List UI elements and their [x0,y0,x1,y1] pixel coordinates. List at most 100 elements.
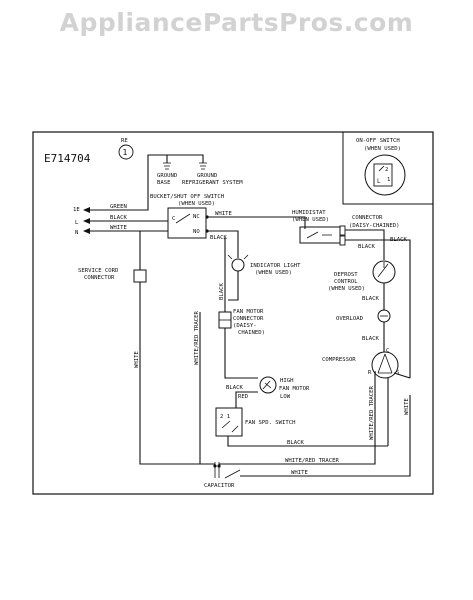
capacitor-terminal-1 [213,464,217,468]
white-wire-left-label: WHITE [134,351,140,368]
reference-circle-caption: RE [121,138,128,144]
connector-top-pin-1 [339,225,346,236]
white-wire-humidistat-label: WHITE [215,211,232,217]
ground-base-symbol [163,162,171,170]
diagram-frame [32,131,434,495]
service-cord-label: SERVICE CORD [78,268,119,274]
compressor-r-lead [374,371,376,378]
green-wire-label: GREEN [110,204,127,210]
reference-circle-number: 1 [123,148,128,157]
model-code: E714704 [44,152,91,165]
ground-wire-base [147,154,168,163]
indicator-light-when-used: (WHEN USED) [255,270,292,276]
connector-top-label: CONNECTOR [352,215,383,221]
ground-wire-refrig [167,154,204,163]
compressor-label: COMPRESSOR [322,357,356,363]
on-off-pos-2: 2 [385,167,388,173]
capacitor-lead [224,469,241,479]
bottom-white-wire-label: WHITE [291,470,308,476]
indicator-light-rays [227,252,249,260]
connector-top-pin-2 [339,235,346,246]
defrost-label-2: CONTROL [334,279,358,285]
connector-top-label-2: (DAISY-CHAINED) [349,223,400,229]
indicator-light-wire [228,271,239,301]
compressor-c: C [386,348,389,354]
fan-connector-label-4: CHAINED) [238,330,265,336]
bottom-tracer-label: WHITE/RED TRACER [285,458,340,464]
compressor-windings [377,353,393,374]
ground-refrig-label-2: REFRIGERANT SYSTEM [182,180,243,186]
fan-speed-switch-pins: 2 1 [220,414,230,420]
capacitor-terminal-2 [217,464,221,468]
on-off-switch-box [342,131,434,205]
on-off-pos-l: L [377,178,381,185]
bucket-switch-nc: NC [193,214,200,220]
power-cord-arrows [83,207,90,234]
cord-mark-ground: 1E [73,207,80,213]
reference-circle [118,144,134,160]
on-off-switch-dial [364,154,406,196]
fan-speed-switch-label: FAN SPD. SWITCH [245,420,296,426]
compressor [371,351,399,379]
black-wire-bottom [227,436,388,447]
bottom-black-wire-label: BLACK [287,440,304,446]
humidistat-label: HUMIDISTAT [292,210,326,216]
green-wire [90,160,149,211]
overload-black-label: BLACK [362,296,379,302]
fan-motor-high-label: HIGH [280,378,293,384]
fan-connector-label: FAN MOTOR [233,309,264,315]
fan-speed-switch-contact [221,420,239,433]
compressor-s: S [396,370,399,376]
fan-motor-black-label: BLACK [226,385,243,391]
compressor-white-label: WHITE [404,398,410,415]
connector-black-label: BLACK [358,244,375,250]
black-wire-to-defrost [345,229,385,260]
humidistat-body [299,226,341,244]
on-off-switch-lever [378,165,385,172]
humidistat-contact [306,231,332,239]
compressor-s-lead [393,372,411,379]
watermark: AppliancePartsPros.com [59,8,414,37]
capacitor-symbol [214,462,220,478]
defrost-control-contact [377,262,389,278]
black-wire-label: BLACK [110,215,127,221]
ground-base-label-2: BASE [157,180,171,186]
white-wire-label: WHITE [110,225,127,231]
black-wire-right-run [345,239,411,378]
ground-base-label: GROUND [157,173,178,179]
white-wire-to-humidistat [207,216,306,229]
cord-mark-line: L [75,220,79,226]
black-wire-indicator [207,230,239,258]
red-wire-label: RED [238,394,249,400]
bucket-switch-no: NO [193,229,200,235]
ground-refrig-symbol [199,162,207,170]
bucket-switch-c: C [172,216,175,222]
white-wire-bottom [240,395,411,477]
on-off-switch-when-used: (WHEN USED) [364,146,401,152]
right-black-wire-label: BLACK [390,237,407,243]
bucket-switch-when-used: (WHEN USED) [178,201,215,207]
fan-connector-label-2: CONNECTOR [233,316,264,322]
compressor-tracer-label: WHITE/RED TRACER [369,385,375,440]
ground-refrig-label: GROUND [197,173,218,179]
compressor-black-label: BLACK [362,336,379,342]
red-wire-fan [235,391,258,408]
white-red-tracer-label-left: WHITE/RED TRACER [194,310,200,365]
bucket-switch-contact [175,213,191,224]
on-off-switch-label: ON-OFF SWITCH [356,138,400,144]
white-wire-left-run [139,282,215,465]
on-off-switch-body [373,163,393,187]
fan-connector-label-3: (DAISY- [233,323,257,329]
fan-motor-winding [262,380,272,390]
service-cord-label-2: CONNECTOR [84,275,115,281]
white-red-tracer-wire-left [199,312,215,465]
overload-label: OVERLOAD [336,316,364,322]
white-red-tracer-wire-bottom [219,378,376,465]
humidistat-when-used: (WHEN USED) [292,217,329,223]
bucket-switch-body [167,207,207,239]
fan-speed-switch [215,407,243,437]
defrost-when-used: (WHEN USED) [328,286,365,292]
fan-motor-label: FAN MOTOR [279,386,310,392]
